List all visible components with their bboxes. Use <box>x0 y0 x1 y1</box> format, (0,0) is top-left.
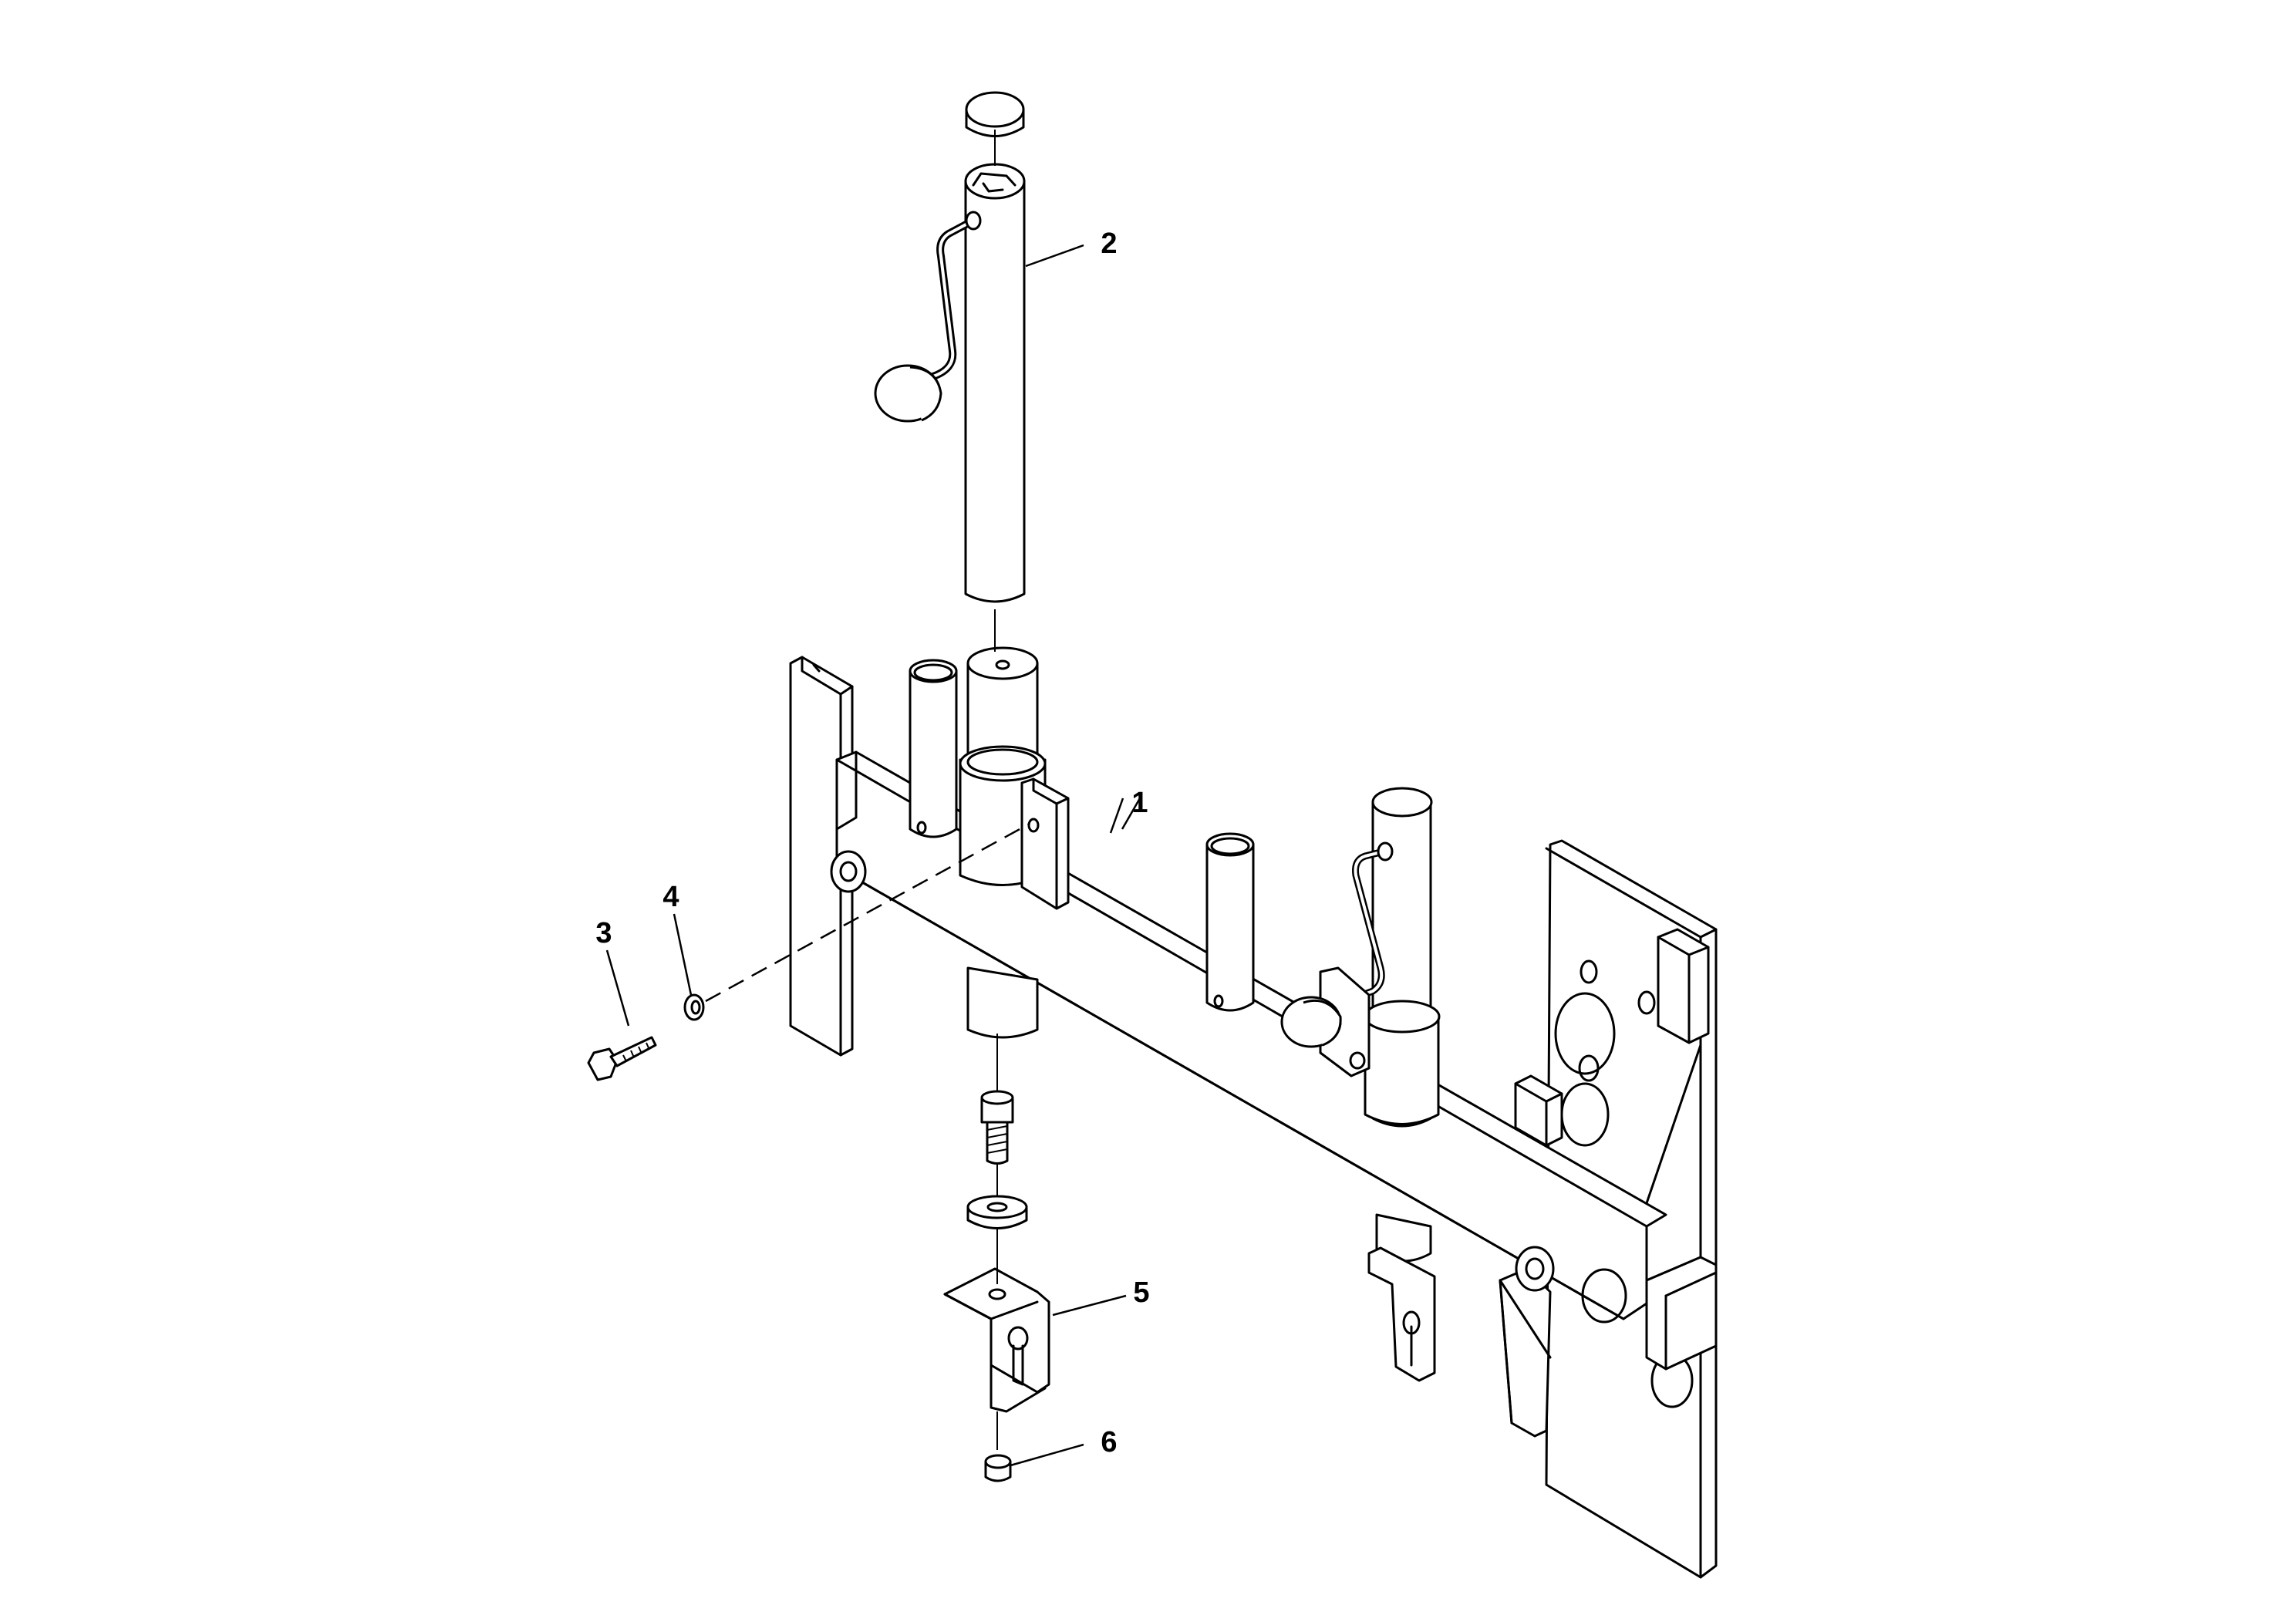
callout-leaders <box>605 244 1141 1467</box>
callout-1: 1 <box>1131 787 1148 819</box>
callout-labels: 1 2 3 4 5 6 <box>595 228 1149 1458</box>
mounting-plate <box>1499 839 1718 1579</box>
middle-short-tube <box>1205 832 1255 1012</box>
callout-2: 2 <box>1101 228 1117 260</box>
callout-3: 3 <box>595 917 612 949</box>
left-short-tube <box>909 659 958 838</box>
left-fastener-hardware <box>587 993 705 1081</box>
lower-bracket-hardware <box>943 1090 1050 1482</box>
center-tube-assembly <box>959 646 1070 1039</box>
installed-post-with-crank <box>1280 787 1441 1382</box>
assembly-centerlines <box>705 130 1030 1450</box>
callout-6: 6 <box>1101 1426 1117 1458</box>
callout-5: 5 <box>1133 1276 1149 1309</box>
exploded-post-part-2 <box>874 91 1026 603</box>
callout-4: 4 <box>663 881 679 913</box>
